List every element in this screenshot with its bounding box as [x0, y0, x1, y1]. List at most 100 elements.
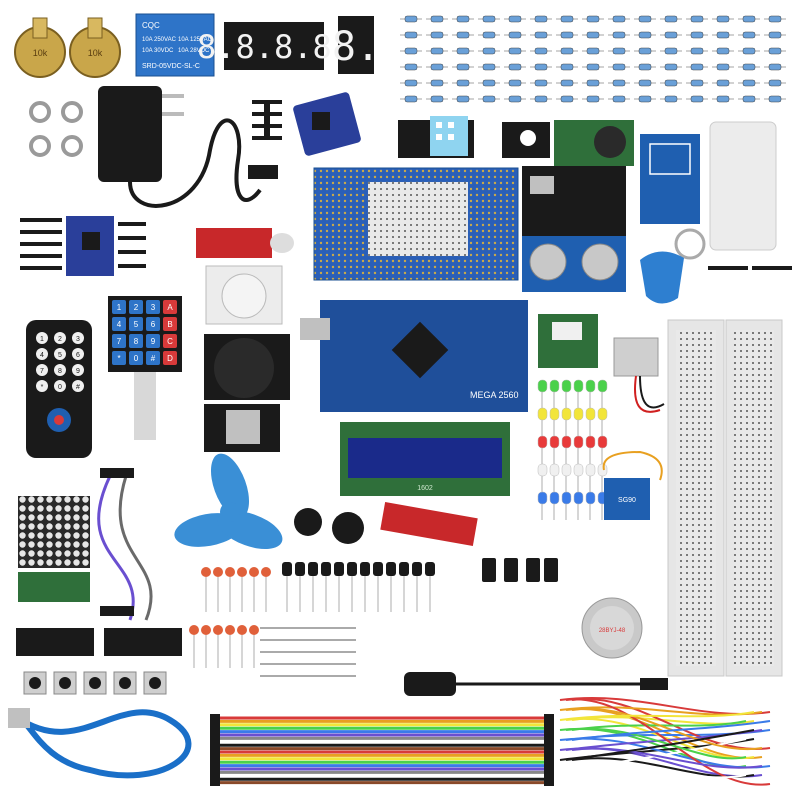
- led: [549, 379, 560, 393]
- gyro-sensor-module: [293, 92, 361, 156]
- electrolytic-capacitors: [482, 558, 558, 582]
- resistor: [612, 47, 626, 55]
- transistor: [334, 562, 344, 576]
- led: [549, 491, 560, 505]
- resistor: [612, 31, 626, 39]
- keypad-key: [129, 317, 143, 331]
- resistor: [430, 79, 444, 87]
- ribbon-connector: [544, 714, 554, 786]
- led: [549, 463, 560, 477]
- resistor: [638, 95, 652, 103]
- resistor: [716, 79, 730, 87]
- keypad-key-label: 7: [117, 337, 122, 346]
- relay-model: SRD-05VDC-SL-C: [142, 63, 200, 70]
- resistor: [664, 15, 678, 23]
- transistor: [360, 562, 370, 576]
- resistor: [534, 47, 548, 55]
- resistor: [716, 47, 730, 55]
- transistor: [373, 562, 383, 576]
- dc-motor: [613, 337, 665, 413]
- jumper-wire: [565, 727, 747, 760]
- resistor: [768, 15, 782, 23]
- keypad-key: [163, 300, 177, 314]
- led: [537, 435, 548, 449]
- resistor: [664, 79, 678, 87]
- tactile-button-cap: [149, 677, 161, 689]
- transistor: [321, 562, 331, 576]
- resistor: [612, 63, 626, 71]
- dupont-wire-bundle: [97, 468, 153, 621]
- hex-nuts: [29, 101, 83, 157]
- remote-key-label: 8: [58, 368, 62, 375]
- remote-key: [36, 332, 48, 344]
- tactile-button-cap: [29, 677, 41, 689]
- remote-key-label: 9: [76, 368, 80, 375]
- potentiometer-2: 10k: [69, 17, 121, 78]
- relay-rating-30: 10A 30VDC: [142, 48, 174, 54]
- resistor: [690, 95, 704, 103]
- breadboard-icon: [667, 319, 783, 677]
- keypad-key-label: 4: [117, 320, 122, 329]
- resistor: [664, 31, 678, 39]
- keypad-key: [163, 351, 177, 365]
- resistor: [638, 63, 652, 71]
- resistor: [456, 31, 470, 39]
- resistor: [534, 15, 548, 23]
- resistor: [560, 15, 574, 23]
- potentiometer-label: 10k: [88, 48, 103, 58]
- ceramic-capacitors: [189, 567, 271, 668]
- keypad-key: [146, 300, 160, 314]
- keypad-key-label: 8: [134, 337, 139, 346]
- resistor: [664, 63, 678, 71]
- led-array: [537, 379, 608, 520]
- ribbon-connector: [210, 714, 220, 786]
- keypad-key-label: 6: [151, 320, 156, 329]
- resistor: [430, 31, 444, 39]
- resistor: [742, 47, 756, 55]
- keypad-key-label: 5: [134, 320, 139, 329]
- keypad-key-label: C: [167, 337, 173, 346]
- keypad-key-label: D: [167, 354, 173, 363]
- servo-icon: SG90: [602, 450, 663, 520]
- remote-key: [36, 380, 48, 392]
- resistor: [430, 95, 444, 103]
- transistor: [308, 562, 318, 576]
- ceramic-capacitor: [225, 567, 235, 577]
- resistor: [534, 31, 548, 39]
- jumper-wire: [565, 729, 755, 761]
- keypad-key-label: 1: [117, 303, 122, 312]
- resistor: [768, 79, 782, 87]
- ceramic-capacitor: [213, 567, 223, 577]
- led: [585, 379, 596, 393]
- resistor: [768, 31, 782, 39]
- keypad-key: [146, 351, 160, 365]
- keypad-key: [112, 317, 126, 331]
- keypad-key: [163, 317, 177, 331]
- resistor: [508, 63, 522, 71]
- jumper-wire: [565, 698, 771, 786]
- resistor: [638, 47, 652, 55]
- resistor: [508, 79, 522, 87]
- resistor: [560, 95, 574, 103]
- led: [537, 491, 548, 505]
- led: [597, 407, 608, 421]
- resistor: [586, 31, 600, 39]
- remote-key-label: 3: [76, 336, 80, 343]
- ceramic-capacitor: [249, 567, 259, 577]
- led: [561, 407, 572, 421]
- led: [561, 491, 572, 505]
- led: [585, 463, 596, 477]
- transistor: [412, 562, 422, 576]
- loose-jumper-wires: [559, 697, 771, 787]
- jumper-wire: [571, 720, 771, 741]
- keypad-key: [163, 334, 177, 348]
- resistor: [482, 79, 496, 87]
- resistor: [768, 47, 782, 55]
- resistor: [404, 95, 418, 103]
- resistor: [430, 15, 444, 23]
- resistor: [716, 15, 730, 23]
- stepper-driver-module: [538, 314, 598, 368]
- transistor: [295, 562, 305, 576]
- transistor-row: [282, 562, 435, 612]
